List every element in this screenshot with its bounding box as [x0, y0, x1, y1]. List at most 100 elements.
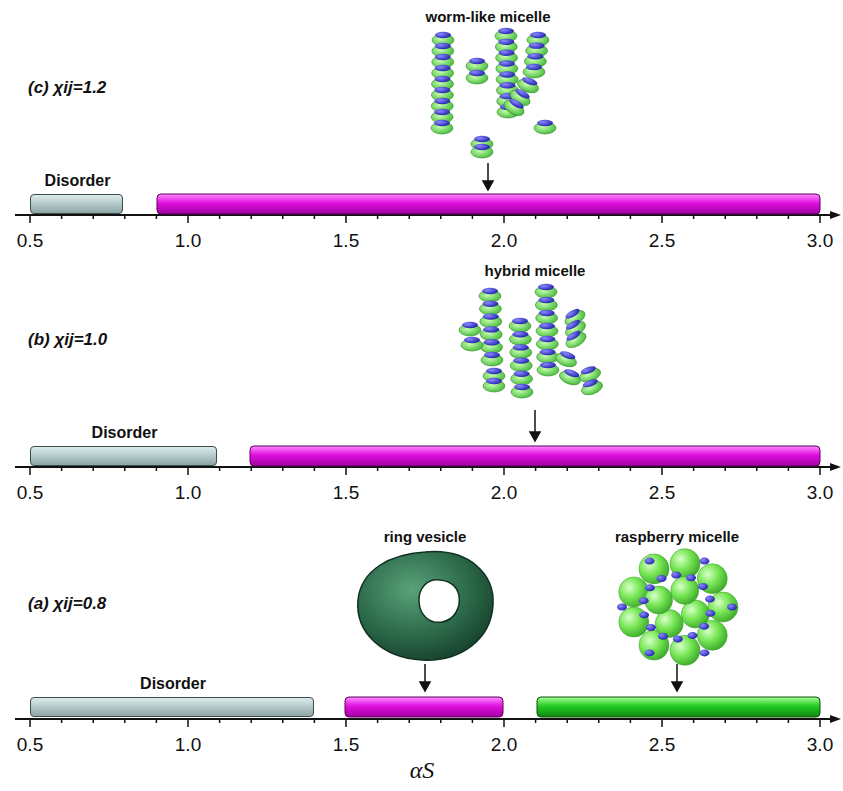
- phase-label: Disorder: [140, 675, 206, 693]
- minor-tick: [408, 467, 410, 471]
- core-disc: [469, 58, 485, 64]
- axis-line: [15, 718, 832, 720]
- major-tick: [29, 467, 31, 475]
- core-domain: [658, 633, 668, 640]
- minor-tick: [219, 215, 221, 219]
- core-disc: [508, 97, 525, 111]
- core-disc: [474, 136, 490, 142]
- micelle-segment: [536, 310, 558, 324]
- core-disc: [539, 323, 555, 329]
- minor-tick: [535, 467, 537, 471]
- minor-tick: [566, 215, 568, 219]
- core-domain: [687, 632, 697, 639]
- core-domain: [645, 584, 655, 591]
- minor-tick: [788, 719, 790, 723]
- core-disc: [499, 71, 515, 77]
- minor-tick: [250, 467, 252, 471]
- minor-tick: [756, 719, 758, 723]
- minor-tick: [788, 467, 790, 471]
- axis-arrowhead: [830, 211, 841, 219]
- core-domain: [705, 610, 715, 617]
- minor-tick: [250, 215, 252, 219]
- core-disc: [564, 307, 581, 321]
- corona-sphere: [619, 577, 649, 607]
- tick-number: 0.5: [17, 230, 43, 252]
- micelle-segment: [535, 284, 557, 298]
- core-disc: [434, 87, 450, 93]
- core-disc: [498, 28, 514, 34]
- ring-vesicle: [358, 552, 493, 661]
- micelle-segment: [431, 120, 453, 134]
- minor-tick: [566, 467, 568, 471]
- minor-tick: [630, 467, 632, 471]
- core-disc: [435, 76, 451, 82]
- tick-number: 1.5: [333, 482, 359, 504]
- major-tick: [661, 719, 663, 727]
- micelle-illustrations: [431, 28, 738, 666]
- core-disc: [483, 313, 499, 319]
- minor-tick: [724, 719, 726, 723]
- tick-number: 1.5: [333, 734, 359, 756]
- core-disc: [464, 337, 480, 343]
- core-disc: [563, 368, 580, 379]
- micelle-segment: [480, 326, 502, 340]
- structure-name: hybrid micelle: [485, 262, 586, 279]
- micelle-segment: [511, 371, 533, 385]
- axis-arrowhead: [830, 463, 841, 471]
- core-disc: [474, 144, 490, 150]
- core-disc: [514, 384, 530, 390]
- core-disc: [482, 288, 498, 294]
- core-disc: [512, 318, 528, 324]
- core-domain: [700, 649, 710, 656]
- minor-tick: [61, 467, 63, 471]
- minor-tick: [756, 467, 758, 471]
- micelle-segment: [509, 318, 531, 332]
- core-disc: [434, 109, 450, 115]
- major-tick: [819, 719, 821, 727]
- minor-tick: [598, 467, 600, 471]
- major-tick: [187, 719, 189, 727]
- core-domain: [657, 575, 667, 582]
- phase-bar: [157, 194, 820, 214]
- core-disc: [484, 352, 500, 358]
- axis-arrowhead: [830, 715, 841, 723]
- core-domain: [727, 604, 737, 611]
- phase-bar: [250, 446, 820, 466]
- micelle-segment: [534, 120, 556, 134]
- core-domain: [699, 623, 709, 630]
- core-domain: [645, 649, 655, 656]
- tick-number: 1.0: [175, 482, 201, 504]
- core-disc: [537, 120, 553, 126]
- panel-label: (b) χij=1.0: [28, 330, 107, 350]
- major-tick: [345, 467, 347, 475]
- core-disc: [529, 42, 545, 48]
- minor-tick: [314, 215, 316, 219]
- micelle-segment: [471, 144, 493, 158]
- micelle-segment: [554, 349, 580, 370]
- minor-tick: [156, 467, 158, 471]
- minor-tick: [377, 215, 379, 219]
- corona-sphere: [670, 549, 700, 579]
- core-disc: [512, 331, 528, 337]
- micelle-segment: [501, 95, 527, 118]
- core-domain: [639, 597, 649, 604]
- micelle-segment: [509, 331, 531, 345]
- micelle-segment: [536, 323, 558, 337]
- minor-tick: [219, 719, 221, 723]
- phase-bar: [537, 697, 820, 717]
- minor-tick: [598, 719, 600, 723]
- phase-bar: [345, 697, 503, 717]
- micelle-segment: [461, 337, 483, 351]
- core-domain: [617, 604, 627, 611]
- core-domain: [639, 611, 649, 618]
- tick-number: 3.0: [807, 482, 833, 504]
- core-disc: [530, 32, 546, 38]
- micelle-segment: [536, 336, 558, 350]
- minor-tick: [124, 467, 126, 471]
- minor-tick: [282, 467, 284, 471]
- minor-tick: [472, 215, 474, 219]
- minor-tick: [61, 719, 63, 723]
- minor-tick: [314, 719, 316, 723]
- disorder-bar: Disorder: [30, 697, 314, 717]
- minor-tick: [724, 467, 726, 471]
